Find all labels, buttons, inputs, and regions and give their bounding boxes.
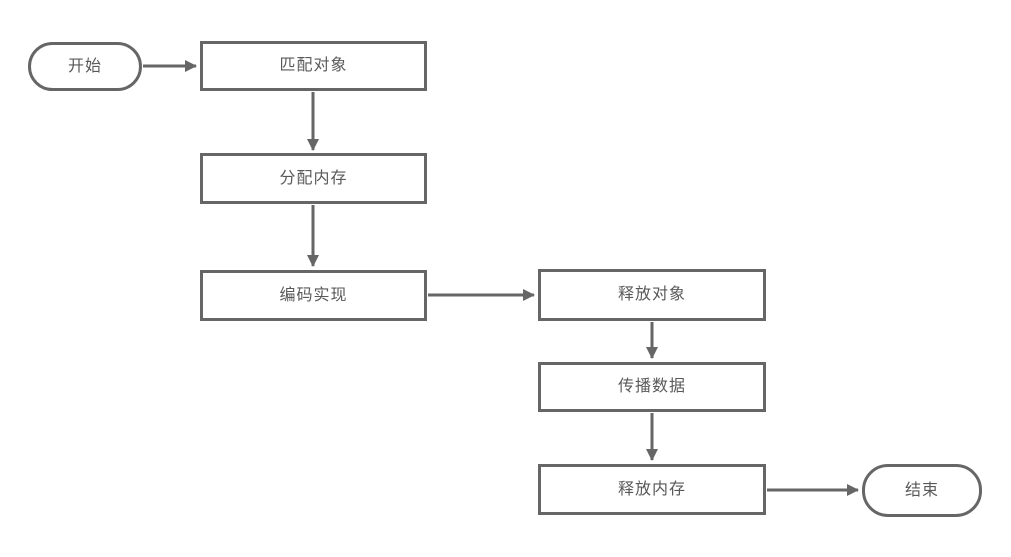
node-code-implement-label: 编码实现 xyxy=(279,286,348,304)
node-release-memory-label: 释放内存 xyxy=(617,480,686,498)
node-allocate-memory-label: 分配内存 xyxy=(279,169,348,187)
node-match-object-label: 匹配对象 xyxy=(279,57,348,74)
node-start: 开始 xyxy=(28,42,142,91)
node-start-label: 开始 xyxy=(67,57,102,75)
node-code-implement: 编码实现 xyxy=(200,270,427,321)
node-propagate-data-label: 传播数据 xyxy=(617,378,686,395)
node-release-memory: 释放内存 xyxy=(538,464,766,515)
node-propagate-data: 传播数据 xyxy=(538,362,766,412)
node-end-label: 结束 xyxy=(904,481,939,499)
node-release-object-label: 释放对象 xyxy=(617,286,686,303)
node-release-object: 释放对象 xyxy=(538,269,766,321)
node-match-object: 匹配对象 xyxy=(200,41,427,91)
node-end: 结束 xyxy=(862,464,982,517)
node-allocate-memory: 分配内存 xyxy=(200,153,427,204)
